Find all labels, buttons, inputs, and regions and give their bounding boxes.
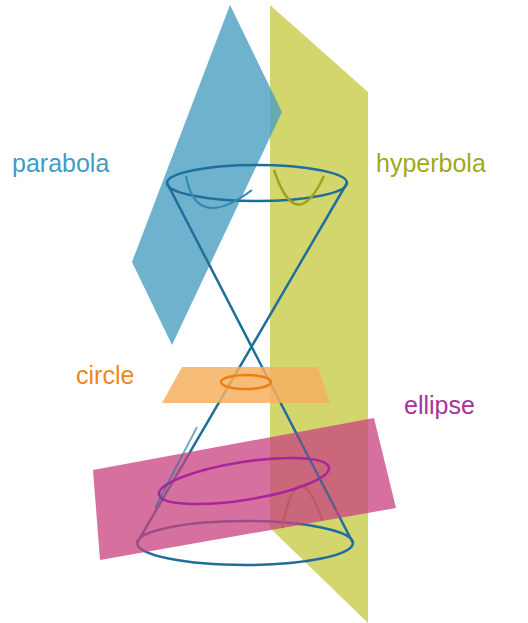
- parabola-curve: [186, 176, 252, 208]
- hyperbola-plane: [270, 5, 368, 623]
- circle-plane: [162, 367, 330, 403]
- hyperbola-curve: [274, 170, 324, 205]
- parabola-plane: [132, 5, 282, 345]
- parabola-label: parabola: [12, 150, 109, 178]
- ellipse-curve: [156, 449, 332, 513]
- cone-edge: [155, 427, 336, 510]
- ellipse-label: ellipse: [404, 392, 475, 420]
- hyperbola-label: hyperbola: [376, 150, 486, 178]
- circle-label: circle: [76, 362, 134, 390]
- ellipse-plane: [93, 418, 396, 560]
- circle-curve: [221, 375, 271, 389]
